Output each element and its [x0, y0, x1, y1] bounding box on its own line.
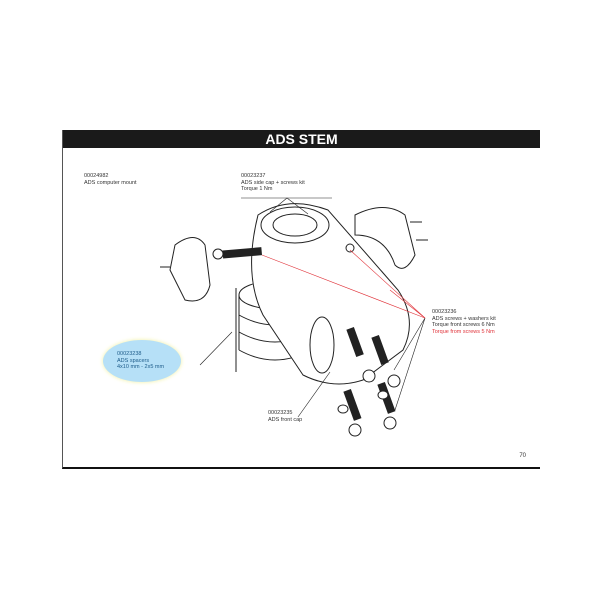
stem-body-drawing: [251, 203, 410, 385]
part-name: ADS computer mount: [84, 179, 137, 186]
part-code: 00024982: [84, 173, 109, 179]
part-note: 4x10 mm - 2x5 mm: [117, 364, 165, 370]
part-label-side-cap: 00023237 ADS side cap + screws kit Torqu…: [241, 173, 305, 193]
manual-page: ADS STEM 70: [62, 130, 540, 469]
part-note: Torque 1 Nm: [241, 186, 273, 192]
part-name: ADS front cap: [268, 416, 303, 423]
part-label-screws: 00023236 ADS screws + washers kit Torque…: [432, 309, 496, 335]
part-code: 00023235: [268, 410, 293, 416]
screws-drawing: [222, 247, 396, 421]
part-name: ADS spacers: [117, 357, 150, 364]
part-code: 00023237: [241, 173, 266, 179]
part-note: Torque front screws 6 Nm: [432, 322, 495, 328]
page-title: ADS STEM: [63, 130, 540, 148]
part-code: 00023236: [432, 309, 457, 315]
spacers-highlight: 00023238 ADS spacers 4x10 mm - 2x5 mm: [103, 340, 181, 382]
part-label-computer-mount: 00024982 ADS computer mount: [84, 173, 137, 186]
right-side-cap-drawing: [354, 207, 416, 269]
part-note-red: Torque from screws 5 Nm: [432, 328, 495, 335]
left-side-cap-drawing: [169, 237, 211, 302]
part-name: ADS screws + washers kit: [432, 315, 496, 322]
part-label-front-cap: 00023235 ADS front cap: [268, 410, 302, 423]
leader-lines: [199, 197, 426, 418]
part-code: 00023238: [117, 351, 142, 357]
page-number: 70: [519, 453, 526, 459]
red-leader-lines: [261, 249, 426, 319]
part-name: ADS side cap + screws kit: [241, 179, 305, 186]
